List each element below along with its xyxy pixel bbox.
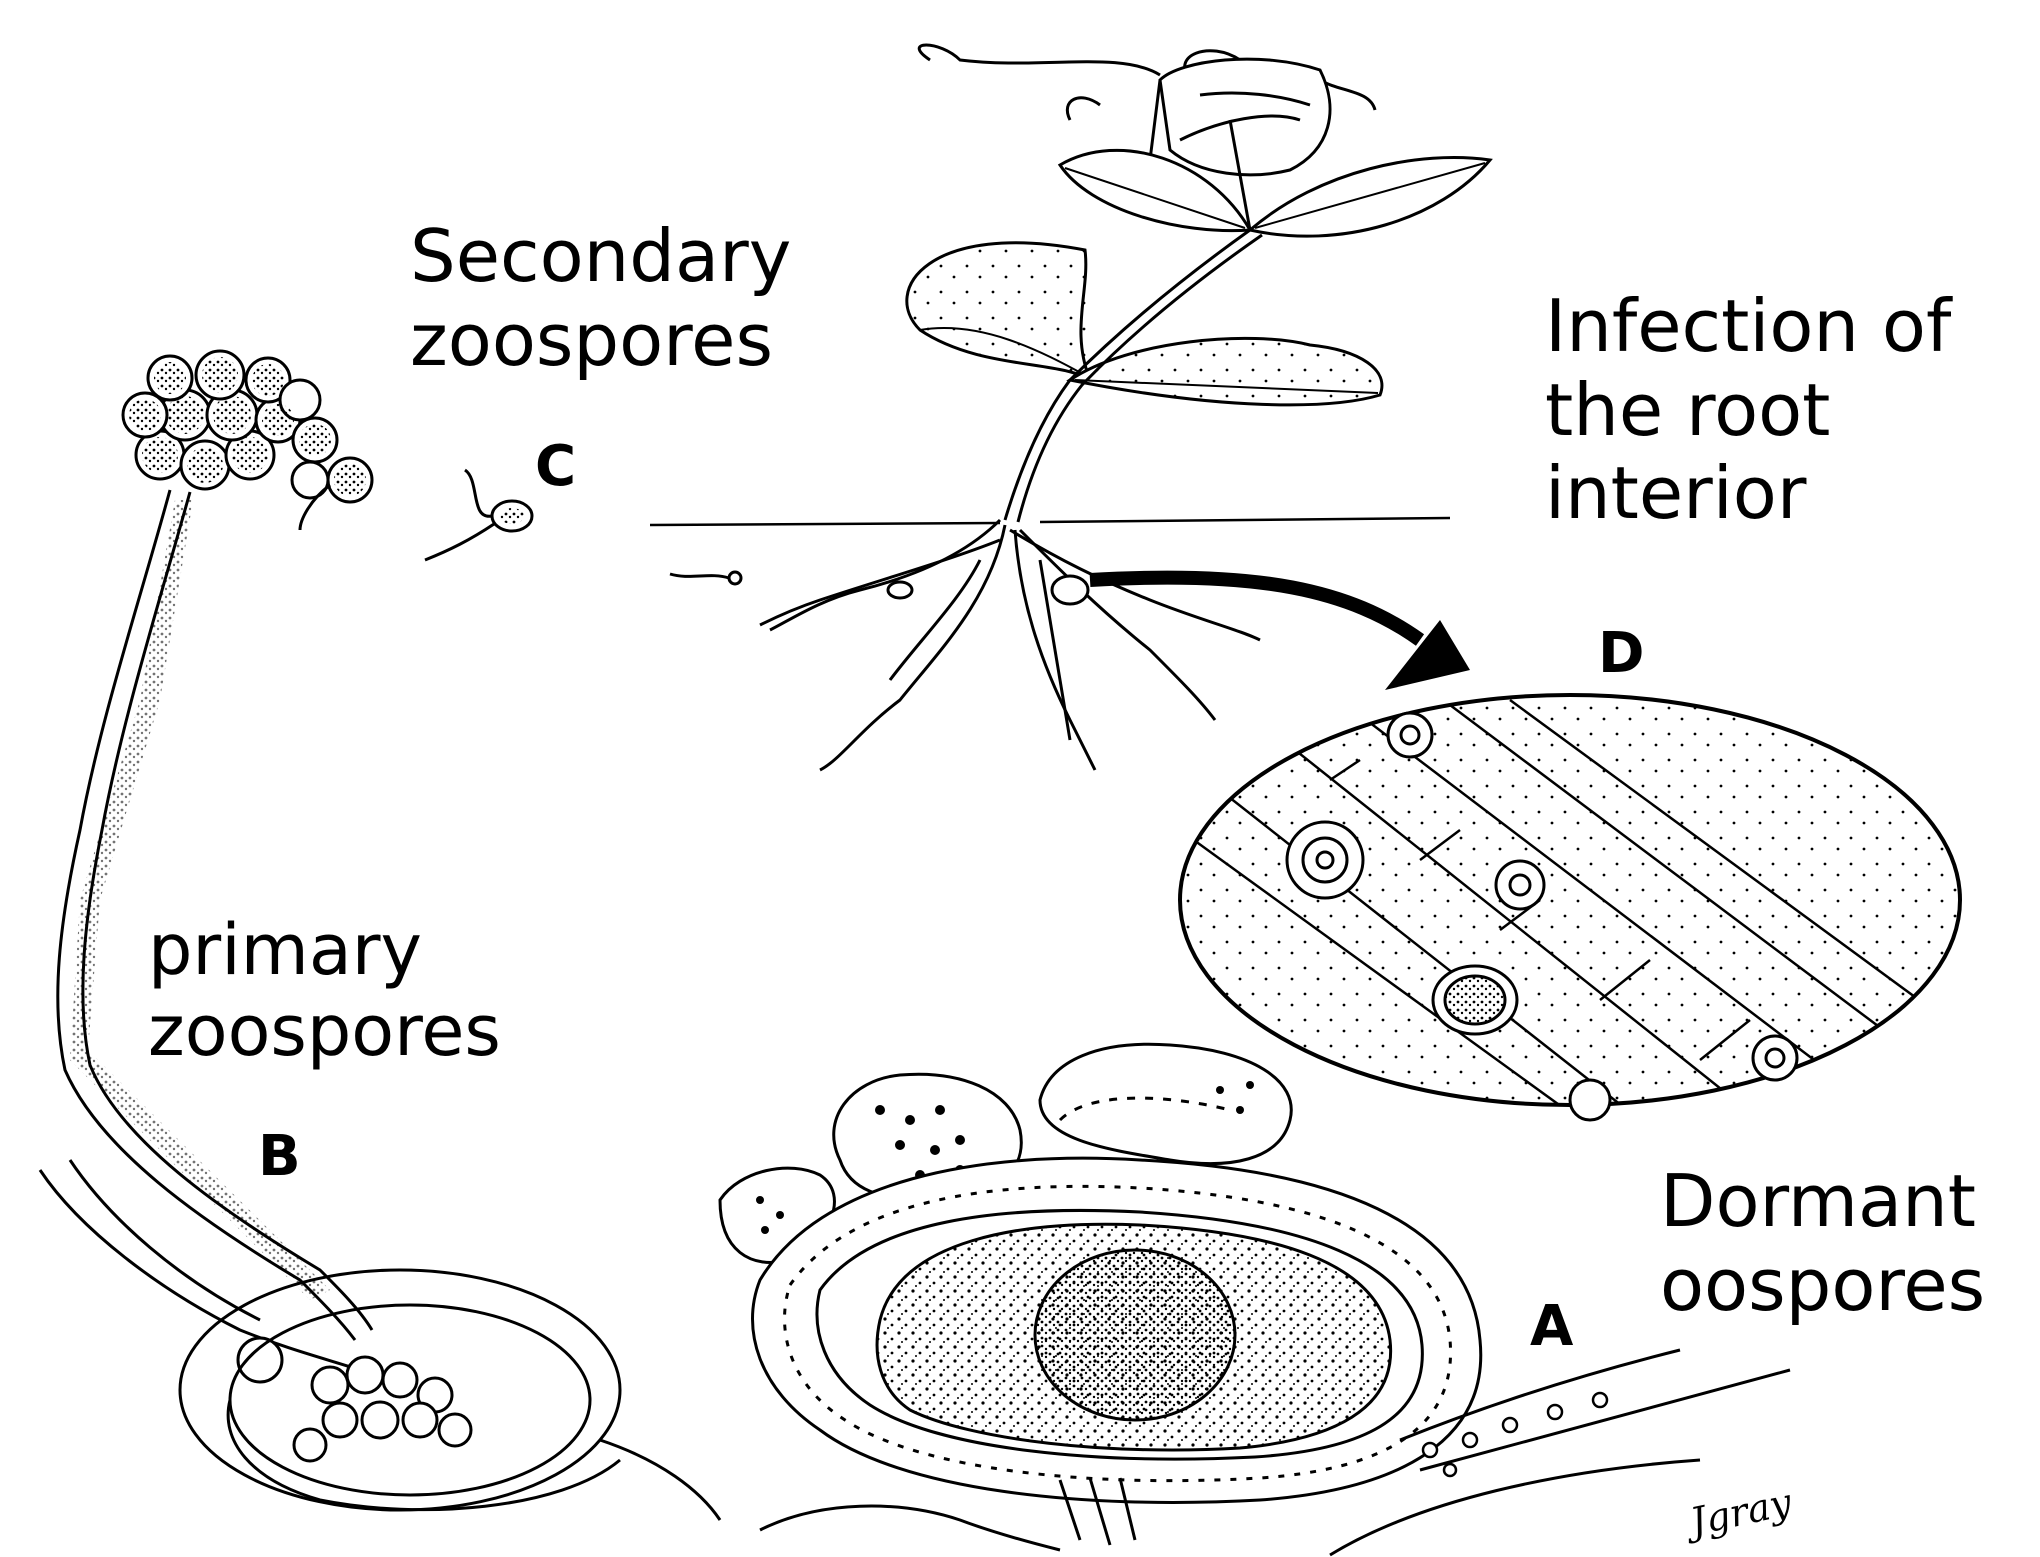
primary-zoospores-label: primary zoospores [148, 910, 501, 1072]
stage-letter-a: A [1530, 1295, 1573, 1360]
root-interior-lens [1170, 680, 1970, 1120]
plant-illustration [650, 45, 1490, 770]
primary-zoospores-line-2: zoospores [148, 991, 501, 1072]
dormant-oospores-line-1: Dormant [1660, 1160, 1985, 1244]
secondary-zoospores-line-2: zoospores [410, 299, 791, 383]
infection-line-2: the root [1545, 369, 1951, 453]
secondary-zoospores-label: Secondary zoospores [410, 215, 791, 382]
infection-label: Infection of the root interior [1545, 285, 1951, 536]
stage-letter-d: D [1598, 622, 1644, 687]
secondary-zoospores-line-1: Secondary [410, 215, 791, 299]
oospore-illustration [720, 1044, 1790, 1555]
dormant-oospores-label: Dormant oospores [1660, 1160, 1985, 1327]
primary-zoospores-line-1: primary [148, 910, 501, 991]
infection-line-1: Infection of [1545, 285, 1951, 369]
infection-line-3: interior [1545, 452, 1951, 536]
dormant-oospores-line-2: oospores [1660, 1244, 1985, 1328]
stage-letter-c: C [535, 435, 576, 500]
stage-letter-b: B [258, 1125, 301, 1190]
infection-arrow [1090, 578, 1470, 691]
